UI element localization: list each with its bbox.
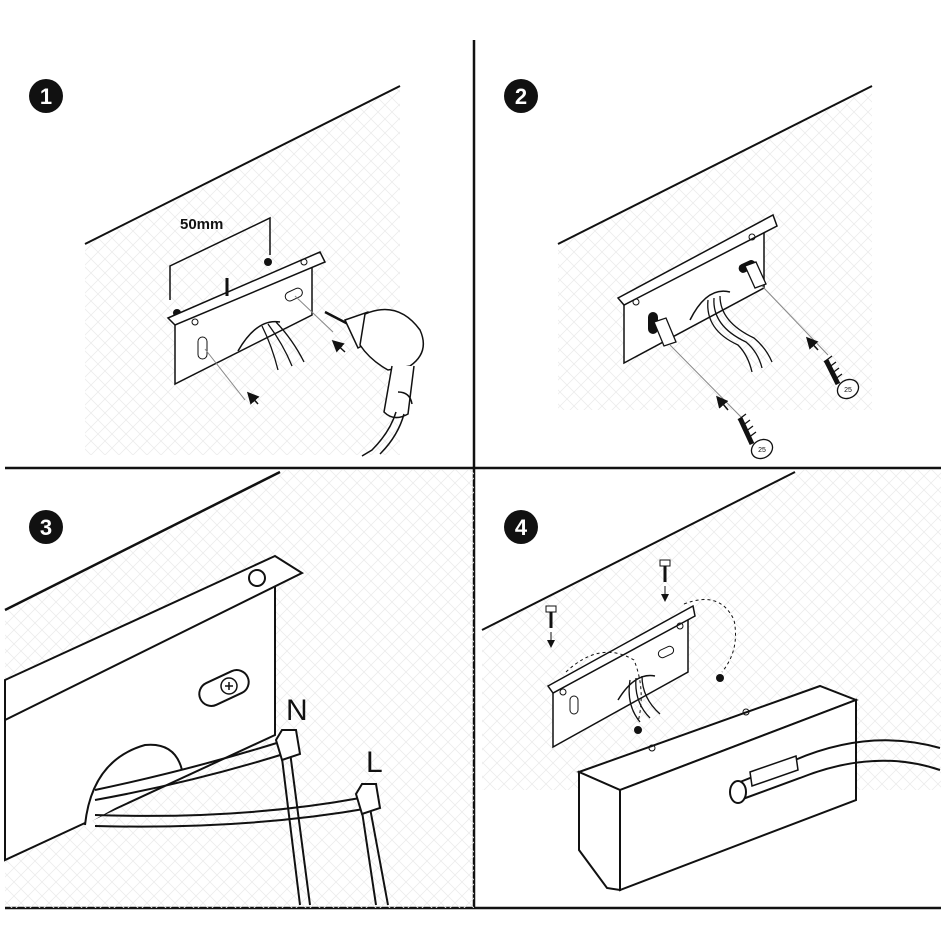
step-badge: 4 — [504, 510, 538, 544]
ceiling-line — [4, 470, 281, 612]
mains-wire — [641, 675, 661, 715]
mains-wire — [719, 295, 773, 363]
ceiling-line — [557, 85, 873, 245]
screw-icon: 25 — [737, 413, 774, 460]
wall-plug-right — [744, 261, 767, 289]
step-number: 4 — [515, 515, 528, 540]
step-number: 1 — [40, 84, 52, 109]
guide-line — [204, 348, 246, 401]
alignment-path — [683, 599, 736, 673]
mains-wire — [628, 679, 641, 723]
mains-wire — [635, 677, 651, 719]
mounting-bracket — [4, 554, 305, 862]
ceiling-line — [84, 85, 401, 245]
guide-line — [669, 344, 743, 419]
screw-head-label: 25 — [758, 447, 766, 454]
wall-plug-left — [653, 317, 677, 347]
neutral-wire — [94, 740, 301, 906]
neutral-wire — [94, 750, 311, 906]
panel-step-1: 1 50mm — [29, 79, 425, 457]
insert-arrow — [805, 336, 819, 351]
panel-step-3: 3 N L — [4, 470, 474, 908]
neutral-label: N — [286, 694, 308, 727]
guide-line — [294, 295, 334, 333]
mains-wire — [275, 321, 305, 363]
screw-icon: 25 — [823, 355, 860, 400]
live-wire-ferrule — [354, 783, 382, 816]
insert-arrow — [331, 339, 346, 353]
screw-icon — [545, 605, 557, 648]
dimension-label: 50mm — [180, 216, 223, 233]
mains-wire — [261, 325, 279, 371]
live-label: L — [366, 746, 383, 779]
panel-step-2: 2 25 — [504, 79, 873, 460]
insert-arrow — [716, 395, 729, 411]
power-drill-icon — [324, 308, 425, 457]
alignment-mark — [716, 674, 724, 682]
neutral-wire-ferrule — [274, 729, 302, 762]
screw-icon — [659, 559, 671, 602]
lamp-arm — [729, 739, 941, 804]
mains-wire — [707, 299, 753, 373]
alignment-mark — [634, 726, 642, 734]
drill-mark-right — [264, 258, 272, 266]
dimension-bracket — [169, 216, 271, 300]
mounting-bracket — [166, 251, 327, 386]
screw-head-label: 25 — [844, 387, 852, 394]
live-wire — [94, 806, 389, 906]
alignment-path — [565, 651, 642, 723]
step-number: 3 — [40, 515, 52, 540]
step-badge: 1 — [29, 79, 63, 113]
wall-surface — [85, 86, 400, 455]
step-badge: 3 — [29, 510, 63, 544]
panel-step-4: 4 — [481, 470, 941, 892]
step-number: 2 — [515, 84, 527, 109]
ceiling-line — [481, 471, 796, 631]
mains-wire — [267, 323, 293, 367]
mains-wire — [713, 297, 763, 369]
insert-arrow — [246, 391, 260, 405]
step-badge: 2 — [504, 79, 538, 113]
live-wire — [94, 796, 377, 906]
